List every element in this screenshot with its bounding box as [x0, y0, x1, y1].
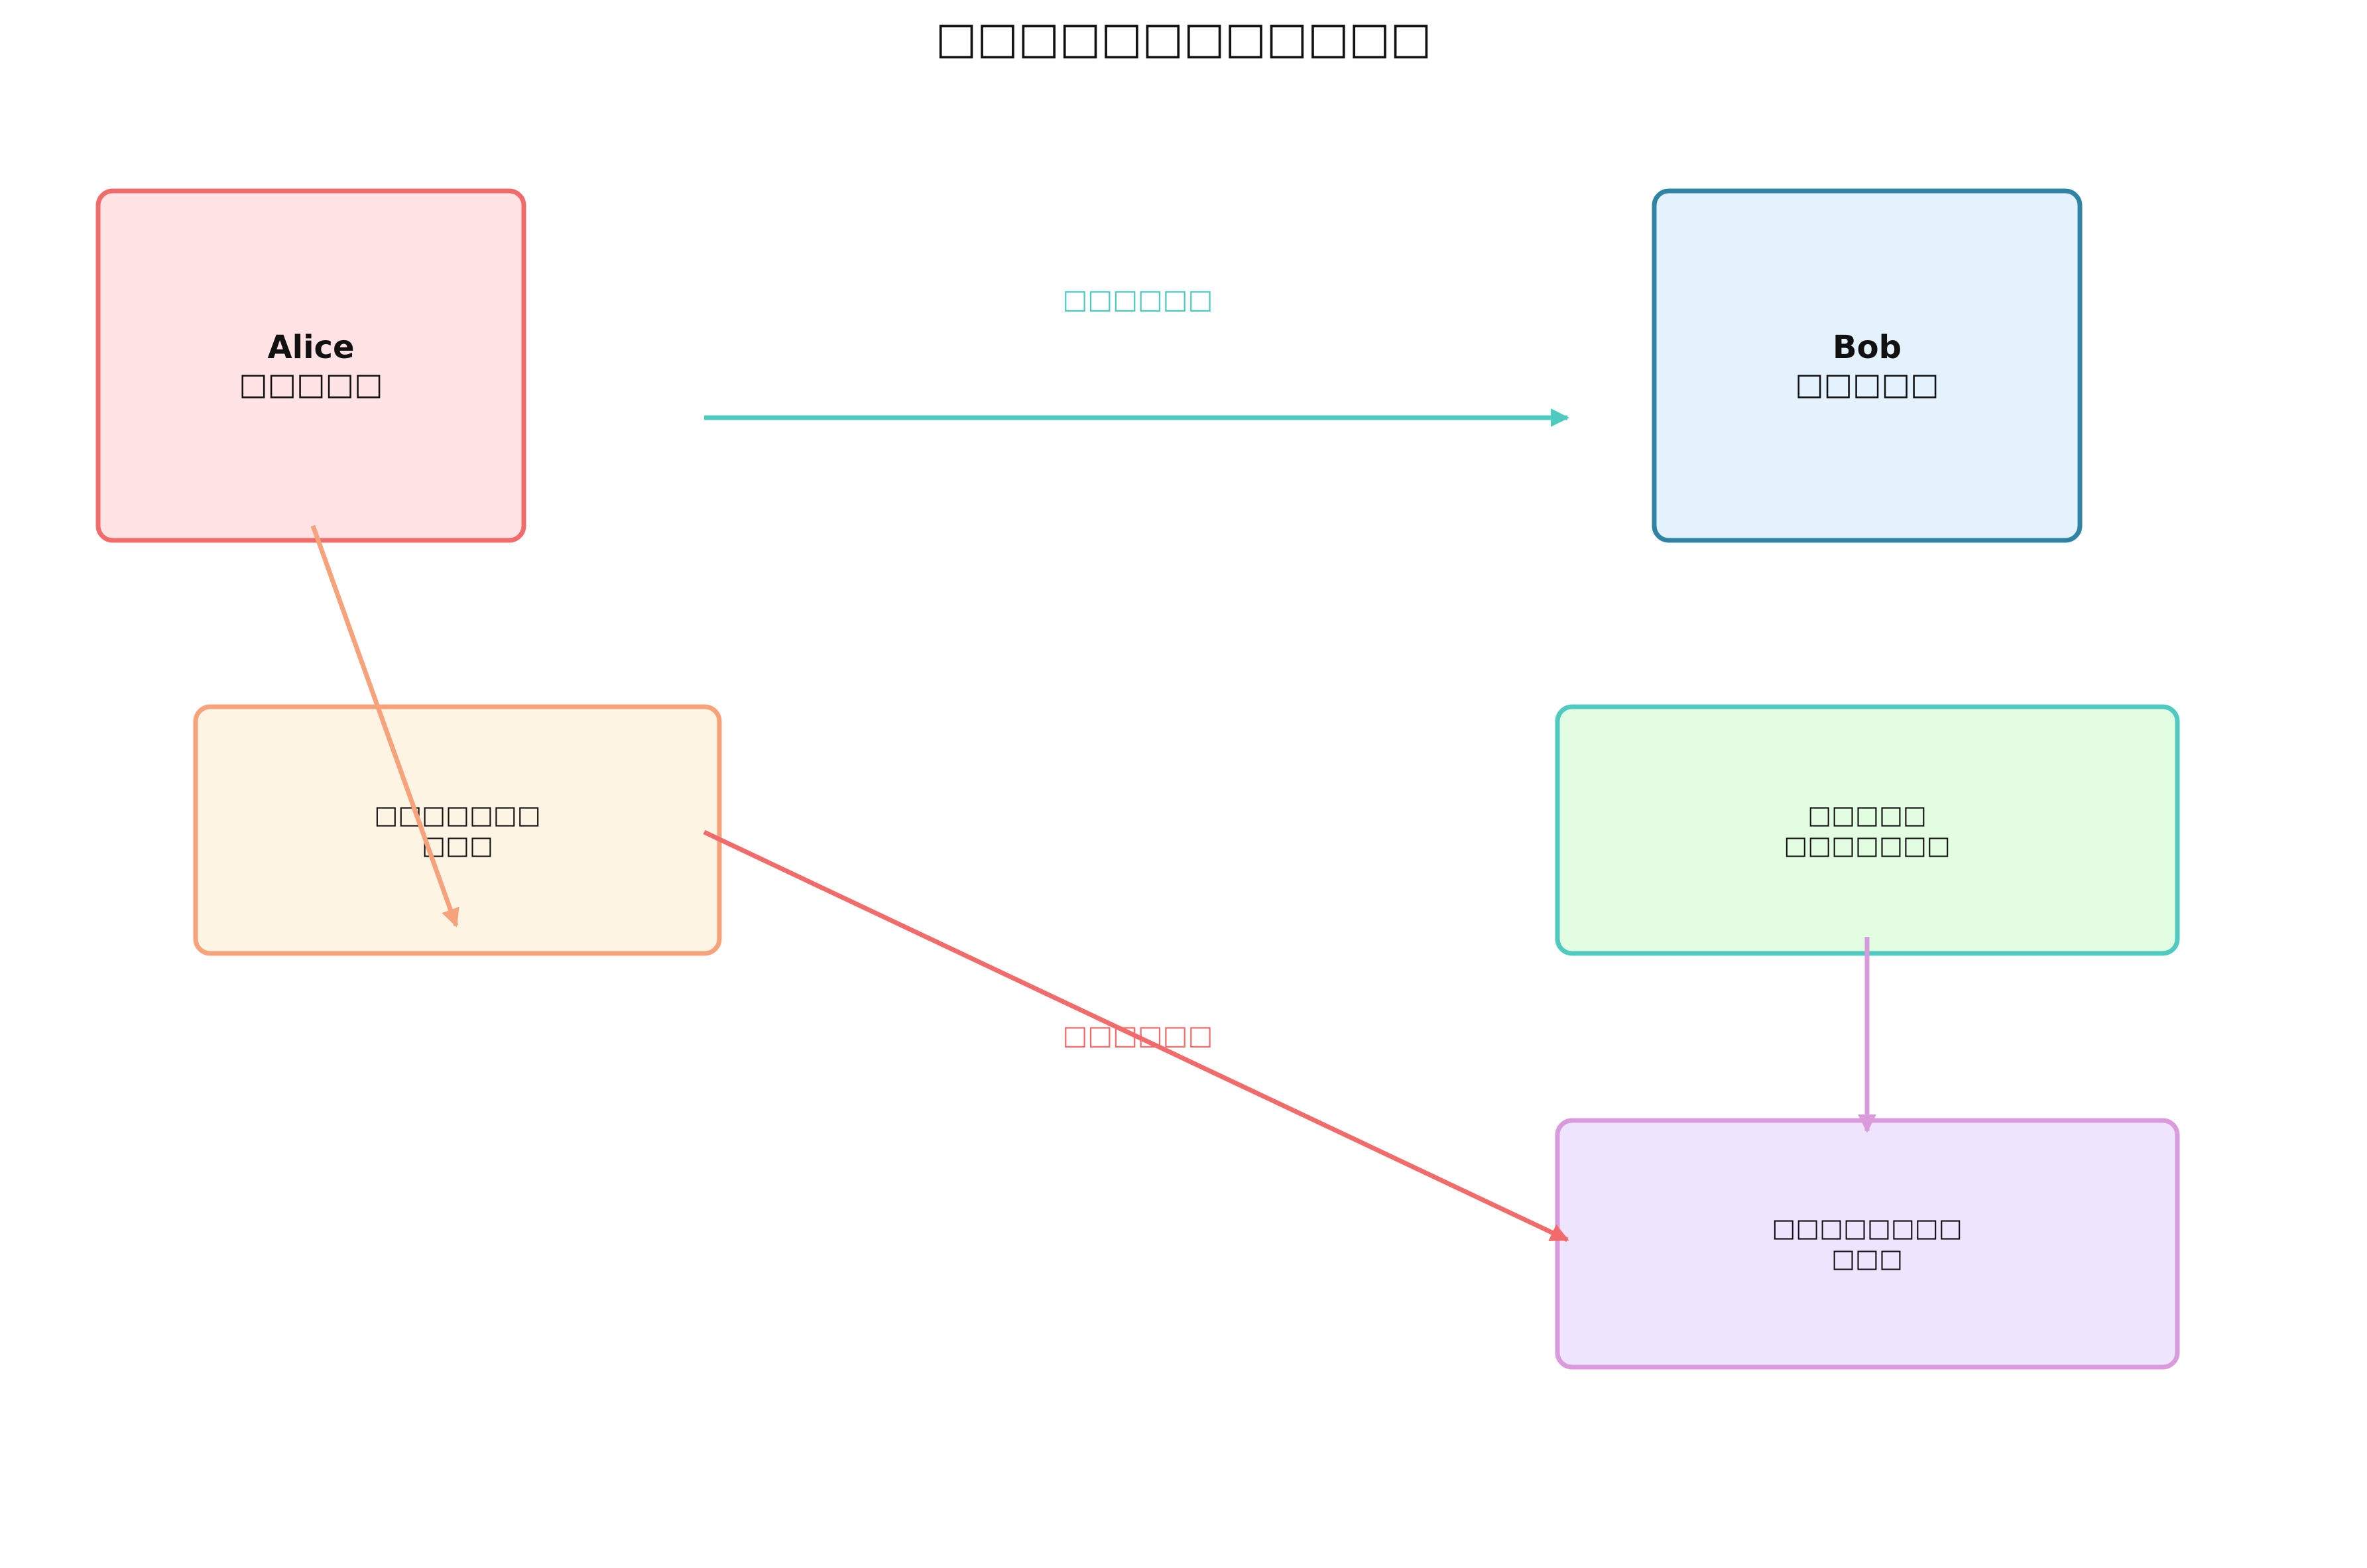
- diagram-title: □□□□□□□□□□□□: [936, 13, 1431, 64]
- result-node: □□□□□□□□ □□□: [1555, 1118, 2180, 1370]
- private-info-box: [196, 707, 719, 953]
- bob-name: Bob: [1833, 329, 1902, 366]
- private-info-node: □□□□□□□ □□□: [193, 704, 722, 956]
- private-info-line2: □□□: [422, 831, 493, 860]
- public-info-box: [1557, 707, 2177, 953]
- bob-subtitle: □□□□□: [1795, 366, 1939, 402]
- alice-name: Alice: [267, 329, 354, 366]
- public-info-line1: □□□□□: [1807, 800, 1927, 829]
- alice-subtitle: □□□□□: [239, 366, 383, 402]
- top-edge-label: □□□□□□: [1063, 284, 1213, 315]
- private-info-line1: □□□□□□□: [374, 800, 540, 829]
- alice-box: [98, 191, 524, 540]
- result-box: [1557, 1120, 2177, 1367]
- public-info-node: □□□□□ □□□□□□□: [1555, 704, 2180, 956]
- alice-box-border: [95, 188, 526, 543]
- private-info-box-border: [193, 704, 722, 956]
- bob-box: [1654, 191, 2080, 540]
- alice-to-private-arrow: [310, 524, 459, 928]
- public-info-line2: □□□□□□□: [1784, 831, 1950, 860]
- bob-node: Bob □□□□□: [1652, 188, 2083, 543]
- alice-node: Alice □□□□□: [95, 188, 526, 543]
- bob-box-border: [1652, 188, 2083, 543]
- private-to-result-arrow: [703, 829, 1569, 1242]
- result-line1: □□□□□□□□: [1772, 1213, 1962, 1242]
- middle-edge-label: □□□□□□: [1063, 1020, 1213, 1051]
- result-line2: □□□: [1831, 1244, 1903, 1273]
